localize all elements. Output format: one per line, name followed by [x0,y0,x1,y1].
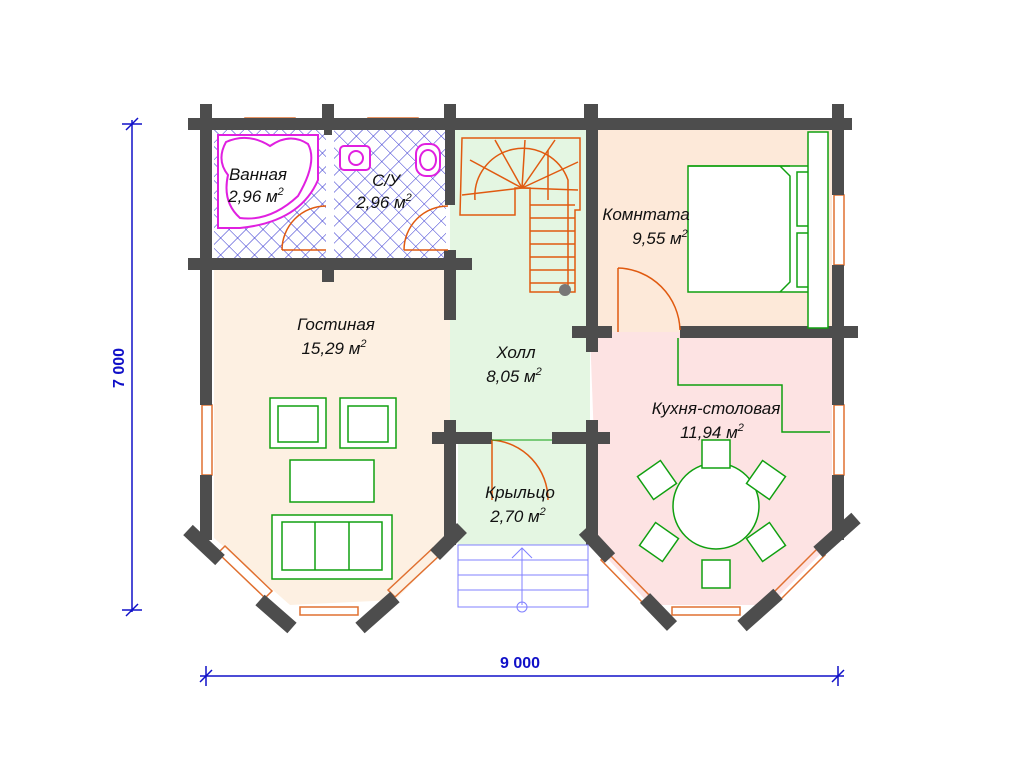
stair-winder-1 [461,187,523,196]
sink-bowl [348,150,364,166]
label-wc-name: С/У [372,171,402,190]
chair-s [701,559,731,589]
porch-steps [457,544,589,613]
bed-blanket [779,165,791,293]
label-living-name: Гостиная [297,315,375,334]
hall-fill [450,130,590,440]
stair-post [559,284,571,296]
label-bedroom-area: 9,55 м2 [632,228,688,248]
wall-kitchen-sw-1 [578,525,616,563]
dimension-lines [122,117,845,686]
label-living-area: 15,29 м2 [301,338,366,358]
wall-kitchen-sw-2 [639,593,678,631]
window-living-sw [216,544,274,600]
dim-width-label: 9 000 [500,655,540,672]
stair-outline [459,137,581,293]
wall-living-se-2 [430,523,467,560]
label-bath-area: 2,96 м2 [227,186,284,206]
chair-n [701,439,731,469]
stair-winder-2 [469,159,523,189]
stair-winder-6 [521,161,579,189]
window-kitchen-bottom [671,606,741,616]
label-bedroom-name: Комнтата [602,205,689,224]
wall-living-sw-1 [183,524,225,566]
dim-height-label: 7 000 [111,348,128,388]
armchair-2 [339,397,397,449]
dim-vertical-tick-bottom-2 [125,603,139,617]
chair-se [745,521,787,563]
wall-kitchen-se-2 [813,512,861,558]
staircase [459,137,581,293]
door-wc [403,205,449,251]
dim-vertical-tick-top-2 [125,117,139,131]
dim-horizontal-tick-left-2 [199,669,213,683]
step-arrow-origin [516,601,528,613]
wall-kitchen-se-1 [737,588,783,632]
label-kitchen-name: Кухня-столовая [652,399,781,418]
toilet-bowl [419,149,437,171]
wardrobe-icon [807,131,829,329]
dining-table [672,462,760,550]
sofa-icon [271,514,393,580]
wall-living-se-1 [355,591,400,634]
walls [183,104,861,634]
label-bath-name: Ванная [229,165,287,184]
stair-winder-3 [494,139,523,189]
label-hall-area: 8,05 м2 [486,366,542,386]
steps-outline [457,544,589,608]
kitchen-counter [677,338,830,433]
bathtub-icon [217,134,319,229]
door-porch [491,439,549,501]
door-bath [281,205,327,251]
porch-fill [458,440,588,545]
window-living-left [201,404,213,476]
chair-sw [638,521,680,563]
label-porch-area: 2,70 м2 [489,506,546,526]
door-bedroom [617,267,681,332]
label-kitchen-area: 11,94 м2 [680,422,744,442]
window-kitchen-right [833,404,845,476]
coffee-table [289,459,375,503]
sink-icon [339,145,371,171]
bathtub-inner [220,136,313,220]
label-hall-name: Холл [495,343,536,362]
armchair-1 [269,397,327,449]
stair-winder-5 [521,139,556,189]
window-living-bottom [299,606,359,616]
wall-living-sw-2 [255,594,297,634]
stair-rail [474,147,569,288]
sanitary [217,134,441,229]
label-porch-name: Крыльцо [485,483,555,502]
doors [281,205,681,501]
room-labels: Ванная 2,96 м2 С/У 2,96 м2 Комнтата 9,55… [227,165,780,526]
chair-ne [745,459,787,501]
dim-horizontal-tick-right-2 [831,669,845,683]
furniture [269,131,830,589]
label-wc-area: 2,96 м2 [355,192,412,212]
chair-nw [636,459,678,501]
step-arrow-head [511,547,533,559]
window-bedroom-right [833,194,845,266]
